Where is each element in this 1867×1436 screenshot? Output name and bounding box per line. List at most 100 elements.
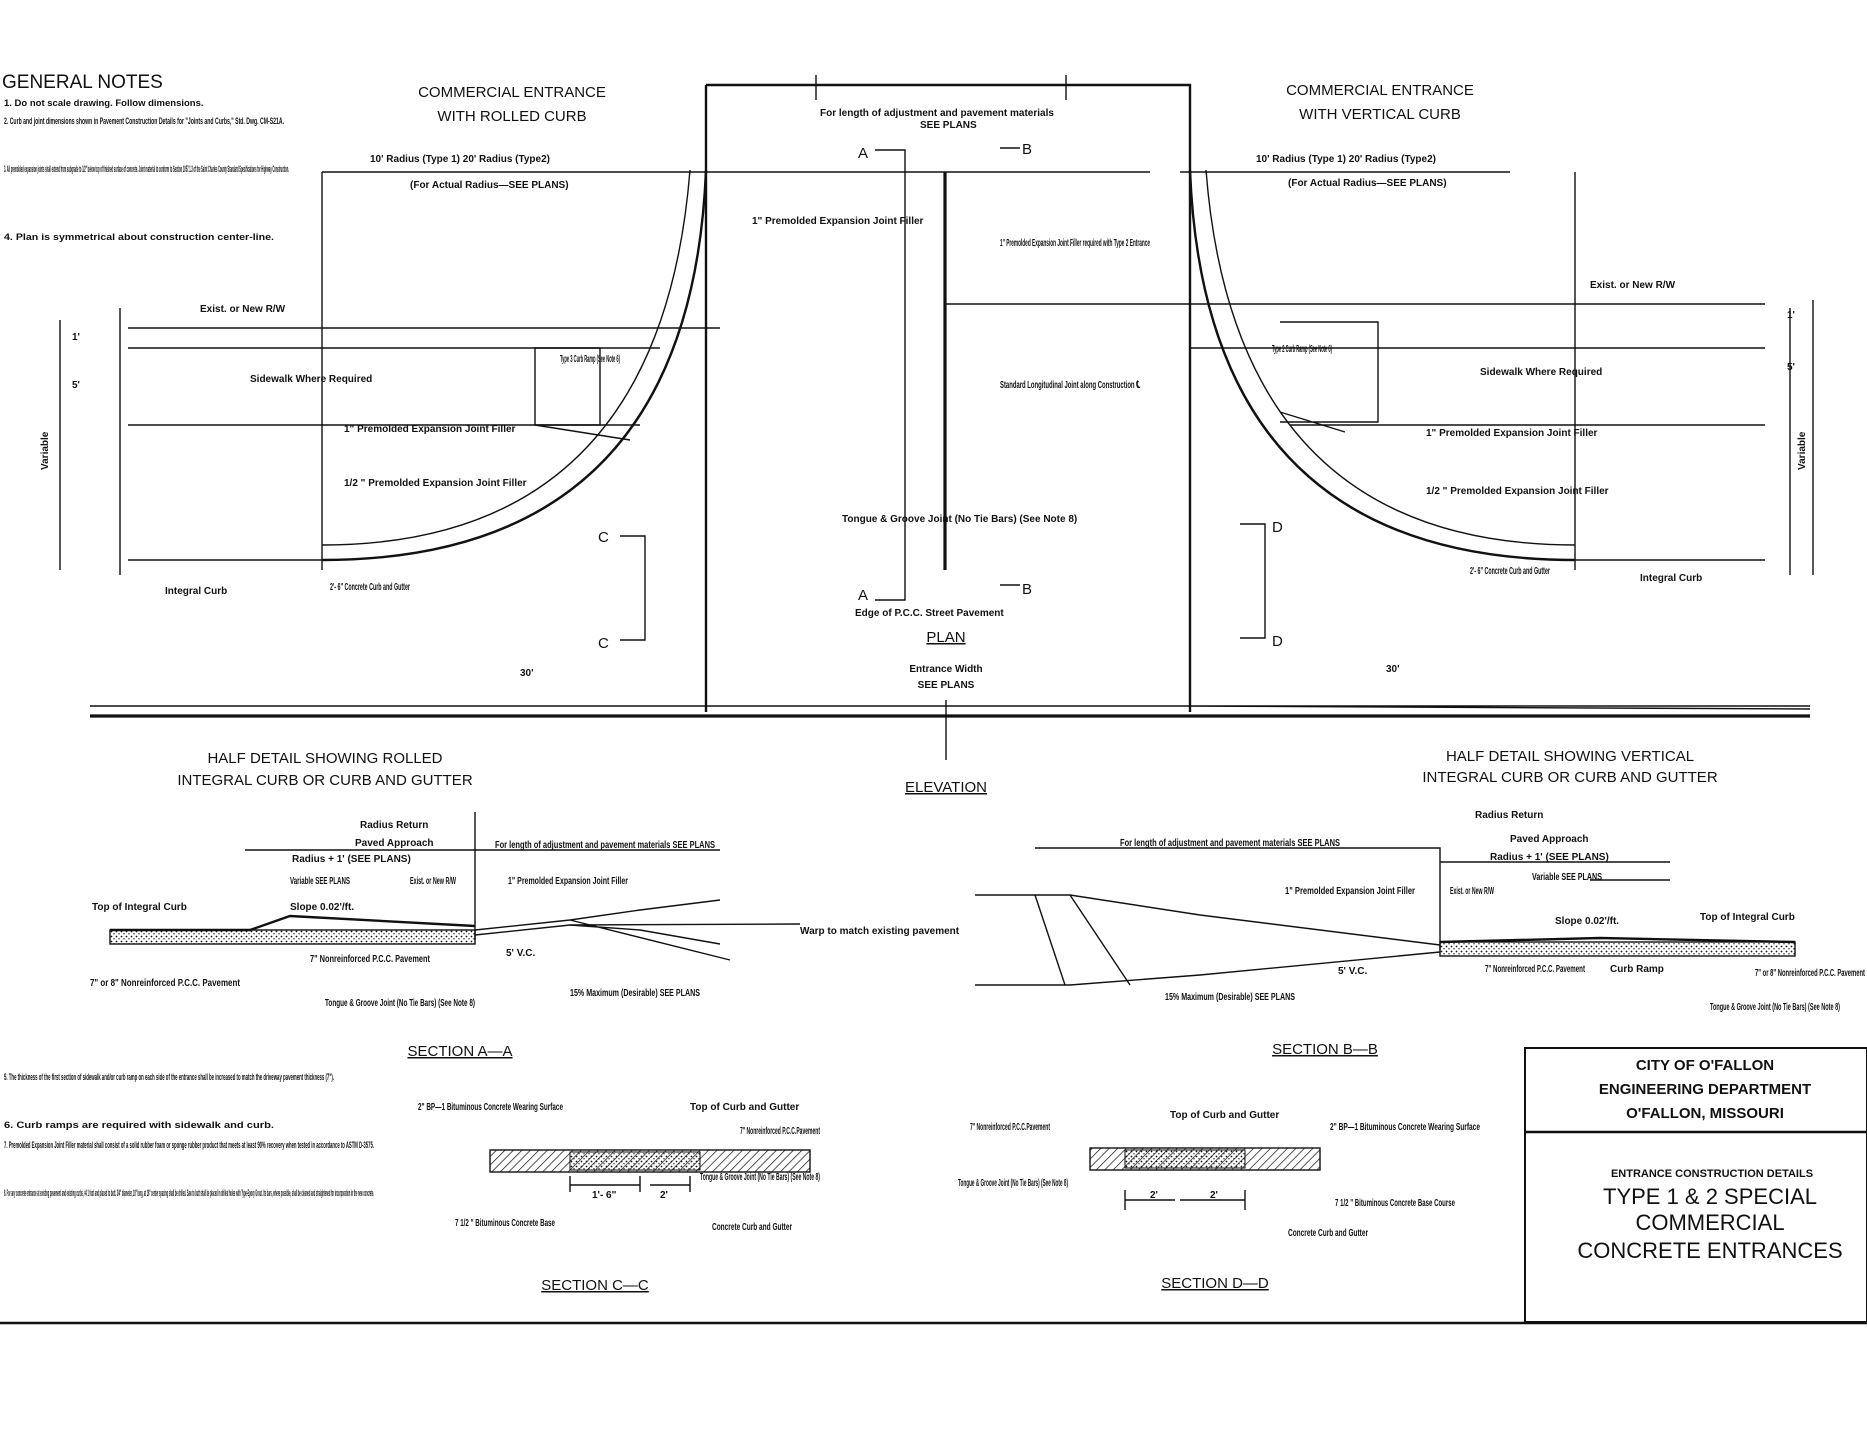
left-sidewalk-lines	[128, 327, 720, 561]
title-line-3: CONCRETE ENTRANCES	[1577, 1238, 1842, 1263]
aa-exp: 1" Premolded Expansion Joint Filler	[508, 876, 628, 887]
dd-base: 7 1/2 " Bituminous Concrete Base Course	[1335, 1198, 1455, 1209]
dim-1-right: 1'	[1787, 310, 1795, 321]
title-block: CITY OF O'FALLON ENGINEERING DEPARTMENT …	[1524, 1047, 1867, 1323]
variable-dims	[59, 300, 1814, 575]
title-subtitle: ENTRANCE CONSTRUCTION DETAILS	[1611, 1168, 1813, 1180]
left-outer-return	[321, 169, 708, 562]
dd-bp1: 2" BP—1 Bituminous Concrete Wearing Surf…	[1330, 1122, 1480, 1133]
type3-curb-ramp	[534, 347, 631, 441]
variable-left: Variable	[40, 431, 51, 470]
marker-b-top: B	[1022, 141, 1032, 158]
right-plan-title-1: COMMERCIAL ENTRANCE	[1286, 82, 1474, 99]
marker-a-bottom: A	[858, 587, 868, 604]
half-detail-left-1: HALF DETAIL SHOWING ROLLED	[207, 750, 442, 767]
bb-slope: Slope 0.02'/ft.	[1555, 916, 1619, 927]
right-plan-title-2: WITH VERTICAL CURB	[1299, 106, 1461, 123]
section-cc-label: SECTION C—C	[541, 1277, 649, 1294]
elevation-label: ELEVATION	[905, 779, 987, 796]
aa-max: 15% Maximum (Desirable) SEE PLANS	[570, 988, 700, 999]
aa-radius-return: Radius Return	[360, 820, 428, 831]
aa-variable: Variable SEE PLANS	[290, 876, 350, 887]
dd-dim1: 2'	[1150, 1190, 1158, 1201]
aa-exist-rw: Exist. or New R/W	[410, 876, 456, 887]
marker-d-bottom: D	[1272, 633, 1283, 650]
dd-tongue: Tongue & Groove Joint (No Tie Bars) (See…	[958, 1178, 1068, 1189]
bb-exist-rw: Exist. or New R/W	[1450, 886, 1494, 897]
adj-pavement: For length of adjustment and pavement ma…	[820, 108, 1054, 119]
bb-exp: 1" Premolded Expansion Joint Filler	[1285, 886, 1415, 897]
title-line-1: TYPE 1 & 2 SPECIAL	[1603, 1184, 1817, 1209]
type3-ramp-label: Type 3 Curb Ramp (See Note 6)	[560, 354, 620, 365]
aa-vc: 5' V.C.	[506, 948, 535, 959]
title-line-2: COMMERCIAL	[1635, 1210, 1784, 1235]
cc-tongue: Tongue & Groove Joint (No Tie Bars) (See…	[700, 1172, 820, 1183]
dd-top-curb: Top of Curb and Gutter	[1170, 1110, 1279, 1121]
note-1: 1. Do not scale drawing. Follow dimensio…	[4, 98, 204, 109]
note-8: 8. For any concrete entrance at existing…	[4, 1188, 374, 1199]
aa-dims	[245, 812, 720, 940]
bb-top-integral: Top of Integral Curb	[1700, 912, 1795, 923]
radius-note-left: (For Actual Radius—SEE PLANS)	[410, 180, 569, 191]
bb-vc: 5' V.C.	[1338, 966, 1367, 977]
dim-30-left: 30'	[520, 668, 534, 679]
cc-dims	[569, 1176, 691, 1192]
bb-pavement-slab	[1439, 941, 1796, 957]
dim-5-left: 5'	[72, 380, 80, 391]
dim-5-right: 5'	[1787, 362, 1795, 373]
left-plan-title-2: WITH ROLLED CURB	[437, 108, 586, 125]
elevation-top	[90, 705, 1811, 710]
aa-radius-plus: Radius + 1' (SEE PLANS)	[292, 854, 411, 865]
bb-dims	[1035, 847, 1670, 950]
general-notes: GENERAL NOTES 1. Do not scale drawing. F…	[2, 72, 289, 243]
cc-concrete	[569, 1151, 701, 1171]
section-dd: 7" Nonreinforced P.C.C.Pavement Top of C…	[958, 1110, 1480, 1292]
entrance-width: Entrance Width	[909, 664, 982, 675]
right-sidewalk-lines	[945, 303, 1765, 561]
title-city: CITY OF O'FALLON	[1636, 1057, 1774, 1074]
radius-ends	[321, 172, 1576, 570]
exp-joint-type2: 1" Premolded Expansion Joint Filler requ…	[1000, 238, 1150, 249]
exp-joint-left: 1" Premolded Expansion Joint Filler	[344, 424, 516, 435]
bb-nonreinf: 7" Nonreinforced P.C.C. Pavement	[1485, 964, 1585, 975]
section-bb: Radius Return Paved Approach Radius + 1'…	[975, 810, 1865, 1058]
right-outer-return	[1188, 169, 1576, 562]
section-cc: 2" BP—1 Bituminous Concrete Wearing Surf…	[418, 1102, 820, 1294]
bb-pcc-7: 7" or 8" Nonreinforced P.C.C. Pavement	[1755, 968, 1865, 979]
radius-right: 10' Radius (Type 1) 20' Radius (Type2)	[1256, 154, 1436, 165]
integral-curb-right: Integral Curb	[1640, 573, 1702, 584]
aa-nonreinf: 7" Nonreinforced P.C.C. Pavement	[310, 954, 430, 965]
see-plans-width: SEE PLANS	[918, 680, 975, 691]
plan-label: PLAN	[926, 629, 965, 646]
section-dd-label: SECTION D—D	[1161, 1275, 1269, 1292]
type2-ramp-label: Type 2 Curb Ramp (See Note 6)	[1272, 344, 1332, 355]
half-detail-right-2: INTEGRAL CURB OR CURB AND GUTTER	[1422, 769, 1717, 786]
bb-adj-len: For length of adjustment and pavement ma…	[1120, 838, 1340, 849]
dd-dims	[1124, 1190, 1246, 1210]
general-notes-heading: GENERAL NOTES	[2, 72, 163, 93]
marker-d-top: D	[1272, 519, 1283, 536]
sidewalk-right: Sidewalk Where Required	[1480, 367, 1602, 378]
cc-dim1: 1'- 6"	[592, 1190, 617, 1201]
aa-paved-approach: Paved Approach	[355, 838, 434, 849]
note-3-text: 3. All premolded expansion joints shall …	[4, 164, 289, 175]
curb-gutter-left: 2'- 6" Concrete Curb and Gutter	[330, 582, 410, 593]
marker-b-bottom: B	[1022, 581, 1032, 598]
dim-1-left: 1'	[72, 332, 80, 343]
dim-30-right: 30'	[1386, 664, 1400, 675]
aa-warp-lines	[474, 899, 801, 961]
bb-top-line	[1439, 936, 1796, 944]
bb-radius-return: Radius Return	[1475, 810, 1543, 821]
bb-variable: Variable SEE PLANS	[1532, 872, 1602, 883]
cc-bp1: 2" BP—1 Bituminous Concrete Wearing Surf…	[418, 1102, 563, 1113]
dd-nonreinf: 7" Nonreinforced P.C.C.Pavement	[970, 1122, 1050, 1133]
note-2-text: 2. Curb and joint dimensions shown in Pa…	[4, 116, 284, 127]
dd-concrete	[1124, 1149, 1246, 1169]
bb-max: 15% Maximum (Desirable) SEE PLANS	[1165, 992, 1295, 1003]
aa-tongue: Tongue & Groove Joint (No Tie Bars) (See…	[325, 998, 475, 1009]
left-inner-return	[321, 169, 691, 546]
see-plans-top: SEE PLANS	[920, 120, 977, 131]
variable-right: Variable	[1797, 431, 1808, 470]
section-aa: Radius Return Paved Approach Radius + 1'…	[90, 812, 960, 1060]
